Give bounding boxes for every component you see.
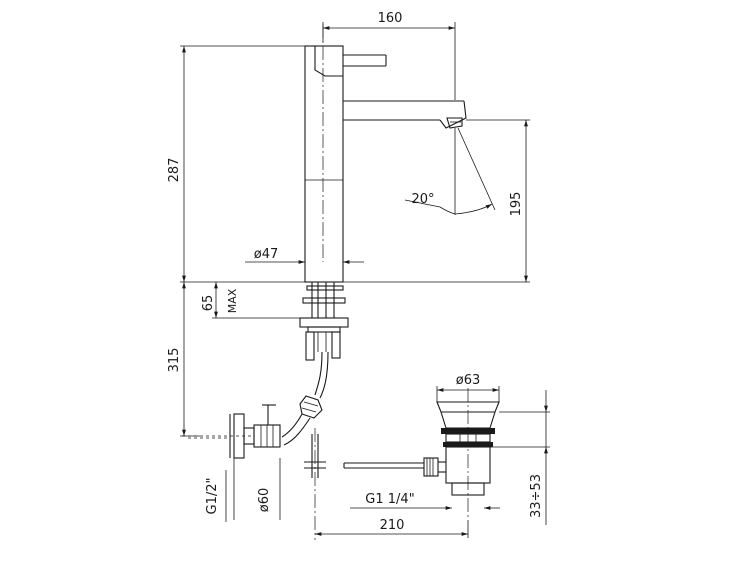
dim-47-label: ø47 bbox=[254, 247, 279, 262]
dim-shank: 65 MAX bbox=[201, 282, 300, 319]
dim-waste-diameter: ø63 bbox=[436, 373, 500, 402]
dim-spray-angle: 20° bbox=[404, 192, 493, 215]
dim-width-spout: 160 bbox=[322, 11, 456, 100]
flexible-hose bbox=[281, 351, 329, 446]
dim-body-diameter: ø47 bbox=[245, 247, 364, 264]
dim-63-label: ø63 bbox=[456, 373, 481, 388]
dim-height-spout: 195 bbox=[343, 119, 530, 283]
dim-60-label: ø60 bbox=[257, 488, 272, 513]
dim-inlet-thread: G1/2" bbox=[205, 470, 227, 522]
dim-hose: 315 bbox=[167, 282, 200, 437]
dim-waste-thread: G1 1/4" bbox=[350, 492, 500, 510]
shank-assembly bbox=[299, 282, 349, 361]
dim-210-label: 210 bbox=[380, 518, 405, 533]
dim-waste-distance: 210 bbox=[315, 518, 469, 538]
dim-160-label: 160 bbox=[378, 11, 403, 26]
faucet-lever bbox=[314, 46, 387, 77]
faucet-spout bbox=[343, 100, 467, 129]
dim-height-total: 287 bbox=[167, 45, 305, 283]
dim-20-label: 20° bbox=[411, 192, 434, 207]
dim-waste-range: 33÷53 bbox=[490, 390, 550, 525]
faucet-body bbox=[304, 45, 344, 283]
dim-195-label: 195 bbox=[509, 192, 524, 217]
dim-3353-label: 33÷53 bbox=[529, 474, 544, 518]
dim-flange-diameter: ø60 bbox=[233, 458, 281, 520]
popup-rod bbox=[304, 434, 424, 478]
dim-65-label: 65 bbox=[201, 295, 216, 312]
dim-287-label: 287 bbox=[167, 158, 182, 183]
dim-315-label: 315 bbox=[167, 348, 182, 373]
dim-g114-label: G1 1/4" bbox=[365, 492, 414, 507]
inlet-valve bbox=[229, 404, 281, 459]
dim-max-label: MAX bbox=[226, 288, 239, 313]
dim-g12-label: G1/2" bbox=[205, 478, 220, 515]
waste-drain bbox=[423, 388, 500, 520]
